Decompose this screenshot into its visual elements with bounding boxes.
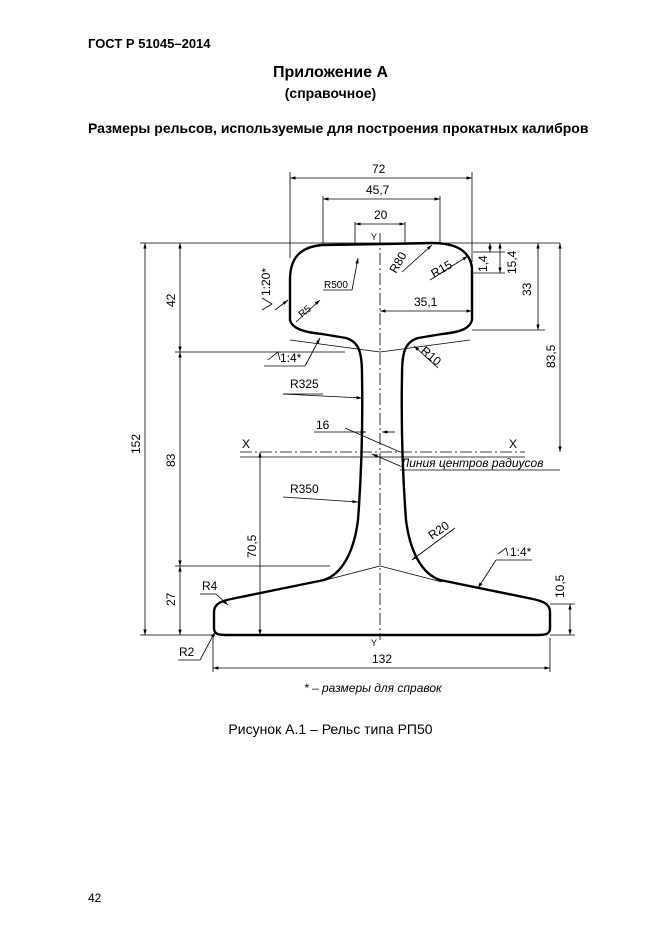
radius-r10: R10	[418, 344, 444, 369]
leader-r500	[351, 257, 359, 291]
leader-slope-1-4-top	[304, 337, 321, 367]
slope-sign-icon	[267, 351, 281, 361]
slope-1-4-top: 1:4*	[280, 351, 302, 365]
radius-r350: R350	[290, 482, 319, 496]
leader-r10	[413, 345, 439, 369]
dim-132: 132	[372, 652, 392, 666]
dim-1-4: 1,4	[476, 255, 490, 272]
rail-profile-outline	[212, 241, 552, 637]
dim-35-1: 35,1	[414, 295, 438, 309]
construction-line	[289, 339, 381, 353]
document-code: ГОСТ Р 51045–2014	[88, 36, 211, 51]
dim-10-5: 10,5	[553, 574, 567, 598]
construction-line	[379, 565, 443, 583]
radius-r500: R500	[324, 280, 348, 291]
leader-r2	[199, 631, 216, 661]
axis-x-right: X	[509, 437, 517, 451]
appendix-subtitle: (справочное)	[284, 85, 377, 101]
leader-r325	[282, 393, 363, 400]
appendix-title: Приложение А	[272, 64, 389, 81]
leader-r20	[411, 527, 456, 561]
section-heading: Размеры рельсов, используемые для постро…	[88, 120, 589, 136]
axis-y-top: Y	[371, 232, 377, 242]
dim-42: 42	[164, 293, 178, 307]
reference-note: * – размеры для справок	[304, 681, 443, 695]
dim-20: 20	[374, 208, 388, 222]
radius-r5: R5	[297, 303, 314, 320]
slope-1-20: 1:20*	[259, 268, 273, 296]
leader-r80	[401, 244, 433, 273]
radius-r4: R4	[202, 579, 218, 593]
axis-y-bottom: Y	[371, 638, 377, 648]
construction-line	[317, 565, 381, 583]
leader-r15	[429, 255, 469, 281]
dim-83-5: 83,5	[544, 344, 558, 368]
slope-sign-icon	[261, 297, 273, 311]
dim-70-5: 70,5	[245, 534, 259, 558]
construction-line	[379, 339, 471, 353]
leader-slope-1-4-bot	[477, 559, 497, 589]
page-number: 42	[88, 891, 102, 905]
radius-r80: R80	[386, 249, 409, 275]
leader-r5	[295, 299, 321, 323]
figure-caption: Рисунок А.1 – Рельс типа РП50	[228, 721, 433, 737]
radius-r2: R2	[179, 645, 195, 659]
dim-15-4: 15,4	[505, 250, 519, 274]
dim-72: 72	[372, 162, 386, 176]
leader-r4	[215, 593, 229, 606]
leader-r350	[282, 496, 359, 504]
radius-r20: R20	[426, 518, 452, 542]
slope-sign-icon	[497, 547, 509, 557]
radius-r325: R325	[290, 377, 319, 391]
dim-83: 83	[164, 453, 178, 467]
dim-16: 16	[316, 418, 330, 432]
dim-33: 33	[520, 282, 534, 296]
dim-45-7: 45,7	[366, 183, 390, 197]
dim-27: 27	[164, 592, 178, 606]
dim-152: 152	[129, 434, 143, 454]
centers-line-label: Линия центров радиусов	[400, 456, 543, 470]
axis-x-left: X	[242, 437, 250, 451]
leader-centers	[371, 453, 401, 467]
radius-r15: R15	[429, 257, 455, 280]
slope-1-4-bottom: 1:4*	[510, 545, 532, 559]
leader-slope-1-20	[274, 299, 289, 311]
